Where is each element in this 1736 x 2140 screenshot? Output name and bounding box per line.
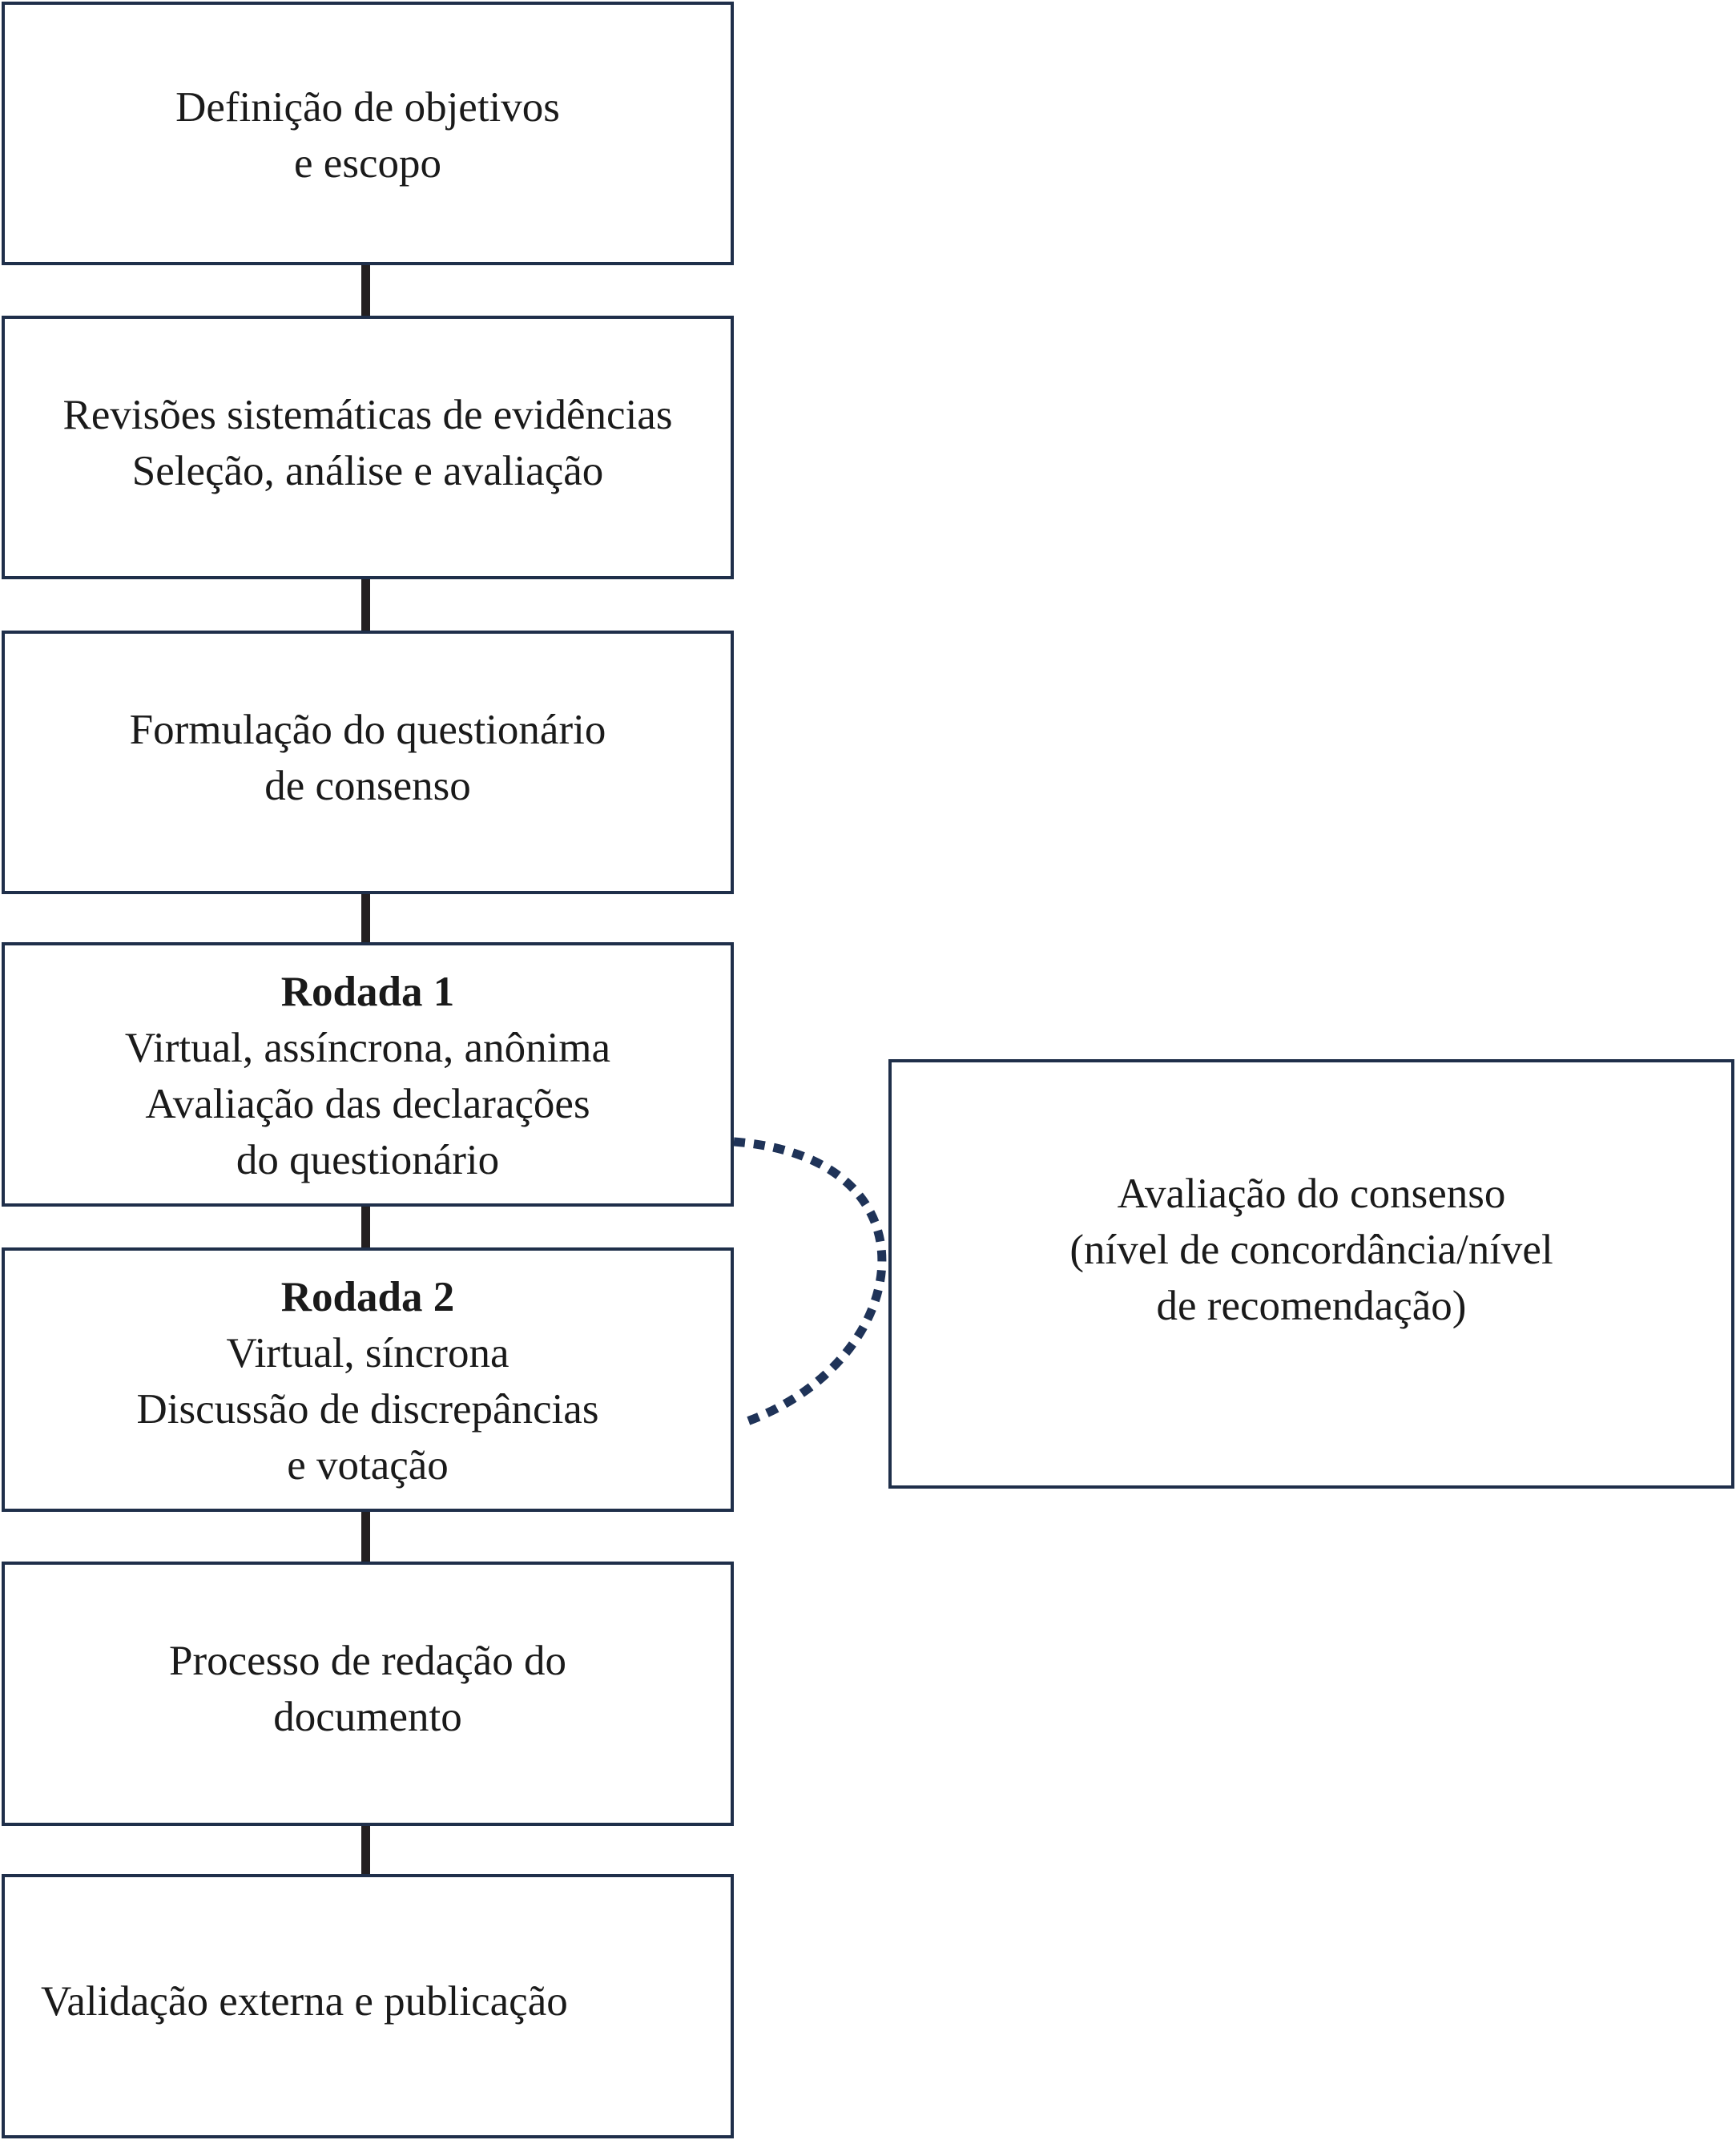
connector-4-5 <box>361 1207 370 1247</box>
step-text-line: e escopo <box>294 140 441 187</box>
step-title: Rodada 2 <box>280 1274 455 1320</box>
connector-5-6 <box>361 1512 370 1562</box>
step-text-line: documento <box>273 1694 462 1740</box>
connector-1-2 <box>361 265 370 316</box>
step-text-line: de consenso <box>264 762 471 809</box>
consensus-evaluation-box: Avaliação do consenso (nível de concordâ… <box>888 1059 1734 1489</box>
step-text-line: Validação externa e publicação <box>41 1978 568 2025</box>
step-text-line: Discussão de discrepâncias <box>136 1386 599 1433</box>
step-text-line: Seleção, análise e avaliação <box>131 447 604 494</box>
connector-3-4 <box>361 894 370 942</box>
step-text-line: Avaliação das declarações <box>145 1081 590 1127</box>
connector-2-3 <box>361 579 370 631</box>
step-text-line: Virtual, assíncrona, anônima <box>124 1025 611 1071</box>
step-document-writing: Processo de redação do documento <box>2 1562 734 1826</box>
step-objectives-scope: Definição de objetivos e escopo <box>2 2 734 265</box>
step-round-2: Rodada 2 Virtual, síncrona Discussão de … <box>2 1247 734 1512</box>
step-title: Rodada 1 <box>280 969 455 1015</box>
step-text-line: Virtual, síncrona <box>226 1330 510 1376</box>
step-systematic-reviews: Revisões sistemáticas de evidências Sele… <box>2 316 734 579</box>
step-round-1: Rodada 1 Virtual, assíncrona, anônima Av… <box>2 942 734 1207</box>
side-text-line: de recomendação) <box>1156 1283 1467 1329</box>
side-text-line: Avaliação do consenso <box>1117 1171 1506 1217</box>
step-text-line: e votação <box>287 1442 449 1489</box>
dotted-arc-path <box>733 1137 887 1427</box>
step-text-line: Formulação do questionário <box>129 706 606 753</box>
side-text-line: (nível de concordância/nível <box>1069 1227 1553 1273</box>
step-text-line: Revisões sistemáticas de evidências <box>62 391 673 438</box>
connector-6-7 <box>361 1826 370 1874</box>
step-text-line: Definição de objetivos <box>175 84 560 131</box>
step-text-line: do questionário <box>236 1137 500 1183</box>
step-external-validation: Validação externa e publicação <box>2 1874 734 2138</box>
step-text-line: Processo de redação do <box>169 1638 566 1684</box>
step-questionnaire-formulation: Formulação do questionário de consenso <box>2 631 734 894</box>
